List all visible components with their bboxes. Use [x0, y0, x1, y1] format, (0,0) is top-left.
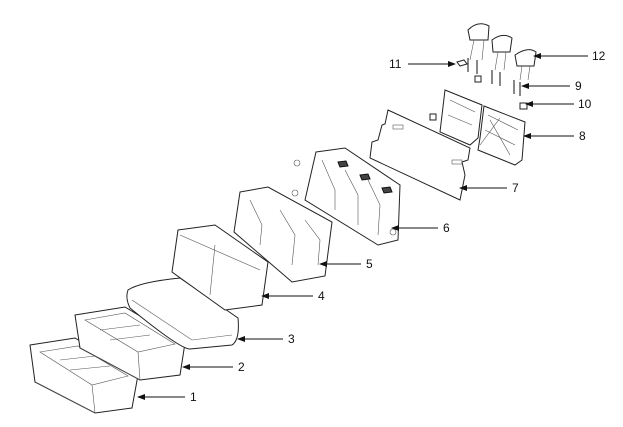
- callout-leaders: [137, 53, 588, 400]
- callout-1: 1: [190, 390, 197, 404]
- part-7-rear-panel: [369, 109, 471, 201]
- callout-2: 2: [238, 360, 245, 374]
- callout-9: 9: [575, 79, 582, 93]
- callout-5: 5: [366, 257, 373, 271]
- callout-7: 7: [512, 181, 519, 195]
- callout-12: 12: [592, 49, 606, 63]
- part-1-cushion-frame: [29, 337, 139, 414]
- callout-4: 4: [318, 289, 325, 303]
- part-4-seatback-cover: [171, 224, 269, 311]
- callout-6: 6: [443, 221, 450, 235]
- part-2-cushion-pad: [74, 306, 186, 381]
- callout-11: 11: [389, 57, 402, 71]
- part-8-seatback-frame: [439, 89, 526, 166]
- part-12-headrests: [467, 23, 537, 81]
- callout-10: 10: [578, 97, 592, 111]
- part-11-clip: [456, 59, 468, 67]
- part-5-seatback-pad: [233, 186, 333, 283]
- callout-3: 3: [288, 332, 295, 346]
- part-6-seatback-frame: [291, 147, 401, 246]
- part-9-bolts: [467, 58, 521, 96]
- callout-8: 8: [579, 129, 586, 143]
- part-3-cushion-cover: [126, 277, 239, 350]
